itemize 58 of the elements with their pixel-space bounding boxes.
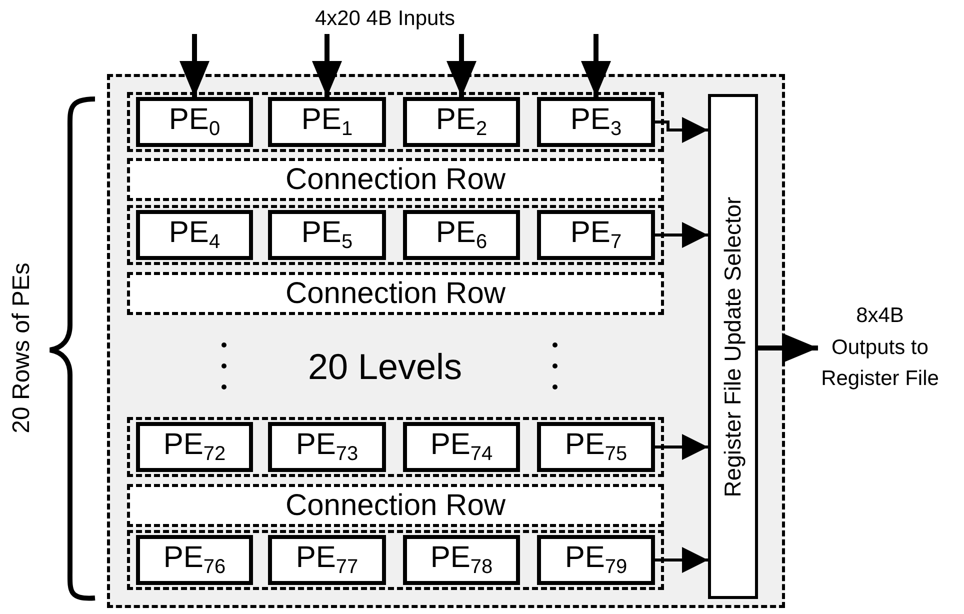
pe-box <box>136 210 253 260</box>
pe-box <box>403 422 520 472</box>
pe-box <box>136 97 253 147</box>
pe-box <box>537 210 655 260</box>
inputs-label: 4x20 4B Inputs <box>314 6 456 32</box>
pe-box <box>403 535 520 585</box>
pe-label: PE$_{77}$ <box>296 543 358 577</box>
pe-box <box>268 422 386 472</box>
pe-label: PE$_{73}$ <box>296 430 358 464</box>
levels-label: 20 Levels <box>308 346 462 388</box>
pe-box <box>268 97 386 147</box>
array-frame <box>107 74 785 608</box>
arrow <box>581 34 611 97</box>
pe-label: PE$_{72}$ <box>163 430 226 464</box>
pe-box <box>403 97 520 147</box>
pe-row-group <box>127 530 664 590</box>
pe-label: PE$_{78}$ <box>430 543 493 577</box>
pe-row-group <box>127 205 664 265</box>
pe-label: PE$_{4}$ <box>168 218 220 252</box>
pe-box <box>136 422 253 472</box>
pe-label: PE$_{75}$ <box>564 430 628 464</box>
arrow <box>180 34 210 97</box>
pe-label: PE$_{79}$ <box>564 543 628 577</box>
row-label: Connection Row <box>285 490 506 520</box>
pe-box <box>268 535 386 585</box>
output-label: 8x4B Outputs to Register File <box>820 303 940 392</box>
connection-row-box <box>127 158 664 201</box>
pe-box <box>537 535 655 585</box>
pe-box <box>268 210 386 260</box>
selector-label: Register File Update Selector <box>720 196 746 497</box>
pe-box <box>537 97 655 147</box>
pe-label: PE$_{76}$ <box>163 543 226 577</box>
arrow <box>655 222 708 248</box>
arrow <box>655 434 708 460</box>
pe-label: PE$_{6}$ <box>436 218 488 252</box>
pe-row-group <box>127 92 664 152</box>
pe-label: PE$_{7}$ <box>570 218 622 252</box>
rows-label: 20 Rows of PEs <box>8 262 36 434</box>
pe-label: PE$_{1}$ <box>301 105 353 139</box>
connection-row-box <box>127 272 664 315</box>
pe-label: PE$_{5}$ <box>301 218 353 252</box>
pe-label: PE$_{0}$ <box>168 105 220 139</box>
arrow <box>655 117 708 143</box>
pe-box <box>403 210 520 260</box>
connection-row-box <box>127 484 664 527</box>
selector-box <box>708 94 758 599</box>
arrow <box>655 547 708 573</box>
row-label: Connection Row <box>285 278 506 308</box>
row-label: Connection Row <box>285 164 506 194</box>
pe-row-group <box>127 417 664 477</box>
pe-box <box>136 535 253 585</box>
pe-label: PE$_{2}$ <box>436 105 488 139</box>
arrow <box>758 333 818 363</box>
pe-label: PE$_{74}$ <box>430 430 493 464</box>
arrow <box>446 34 476 97</box>
arrow <box>312 34 342 97</box>
pe-box <box>537 422 655 472</box>
pe-label: PE$_{3}$ <box>570 105 622 139</box>
